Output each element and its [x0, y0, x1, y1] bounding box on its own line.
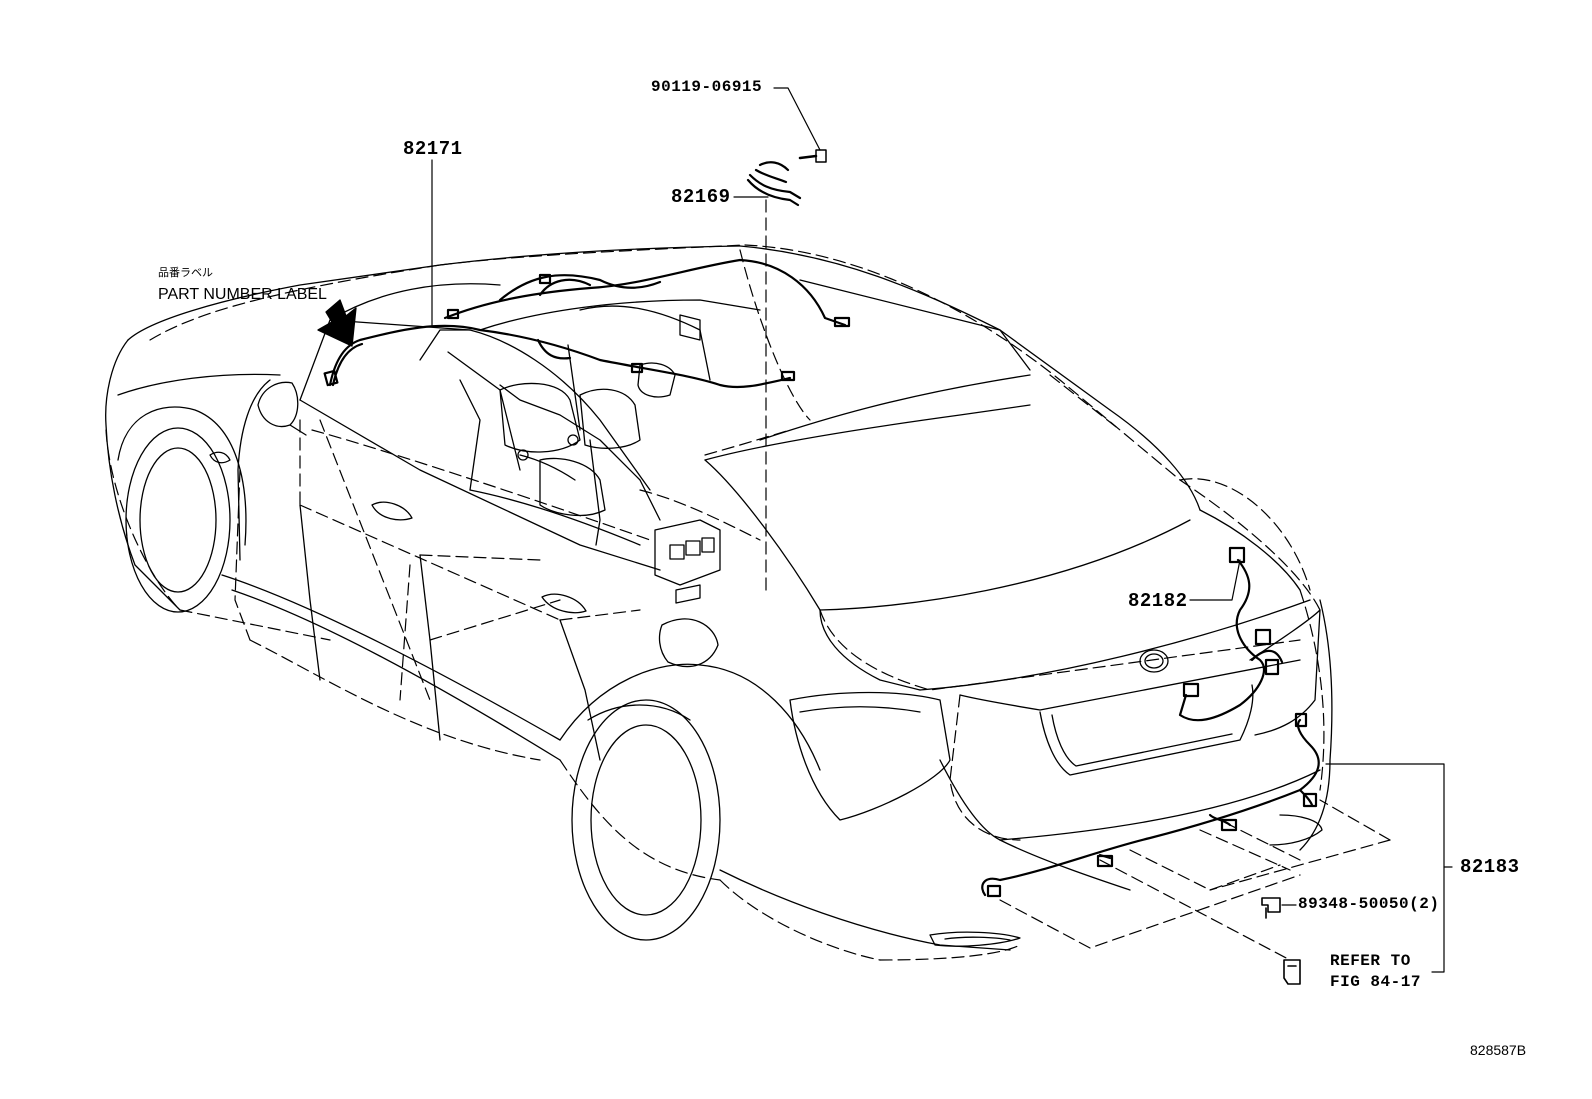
phantom-lines: [105, 199, 1391, 961]
car-body: [105, 245, 1333, 951]
clip-icon: [1283, 959, 1301, 985]
label-bolt-90119-06915: 90119-06915: [651, 78, 763, 96]
label-clamp-89348-50050: 89348-50050(2): [1298, 895, 1440, 913]
clamp-icon: [1261, 897, 1281, 919]
wire-harnesses: [323, 161, 1320, 898]
label-part-82182: 82182: [1128, 590, 1188, 612]
bolt-icon: [798, 149, 827, 163]
label-refer-to: REFER TO: [1330, 952, 1411, 970]
arrow-icon: [317, 299, 357, 347]
label-part-82171: 82171: [403, 138, 463, 160]
label-part-82183: 82183: [1460, 856, 1520, 878]
label-jp-part-number: 品番ラベル: [158, 267, 213, 279]
label-part-number-label: PART NUMBER LABEL: [158, 286, 327, 303]
label-part-82169: 82169: [671, 186, 731, 208]
leader-lines: [431, 87, 1453, 973]
label-fig-ref: FIG 84-17: [1330, 973, 1421, 991]
figure-code: 828587B: [1470, 1042, 1527, 1058]
small-parts: [317, 149, 1301, 985]
